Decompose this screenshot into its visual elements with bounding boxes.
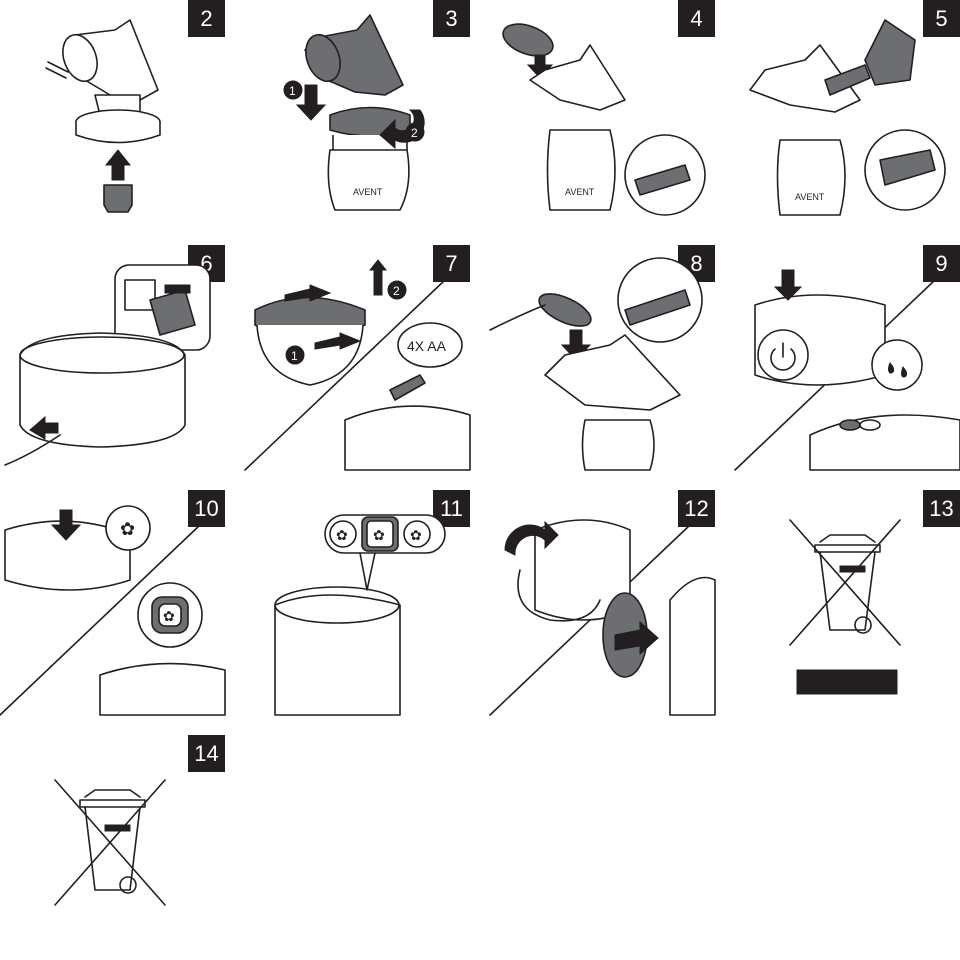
step-number-badge: 10 bbox=[188, 490, 225, 527]
battery-count-label: 4X AA bbox=[407, 338, 447, 354]
step-number-badge: 13 bbox=[923, 490, 960, 527]
massage-cushion-insert-illustration: AVENT bbox=[749, 19, 946, 216]
insert-batteries-illustration: 1 2 4X AA bbox=[244, 259, 471, 471]
step-one-marker: 1 bbox=[291, 349, 298, 363]
step-two-marker: 2 bbox=[393, 284, 400, 298]
stimulation-mode-illustration: ✿ ✿ bbox=[0, 505, 226, 716]
crossed-out-wheelie-bin-icon bbox=[54, 779, 166, 906]
bottle-brand-label: AVENT bbox=[565, 187, 595, 197]
diaphragm-insert-illustration: AVENT bbox=[502, 23, 706, 216]
outlet-icon bbox=[124, 279, 156, 311]
panel-step-12: 12 bbox=[489, 490, 716, 716]
step-number-badge: 2 bbox=[188, 0, 225, 37]
svg-text:✿: ✿ bbox=[373, 527, 385, 543]
panel-step-8: 8 bbox=[489, 245, 715, 471]
bottle-brand-label: AVENT bbox=[795, 192, 825, 202]
cable-storage-illustration bbox=[489, 519, 716, 716]
svg-text:✿: ✿ bbox=[120, 519, 135, 539]
bottle-brand-label: AVENT bbox=[353, 187, 383, 197]
step-number-badge: 5 bbox=[923, 0, 960, 37]
flower-icon bbox=[158, 603, 182, 627]
attach-tubing-cap-illustration bbox=[489, 257, 703, 471]
step-two-marker: 2 bbox=[411, 126, 418, 140]
breast-pump-assembly-illustration bbox=[45, 19, 161, 213]
panel-step-6: 6 bbox=[0, 245, 225, 470]
svg-text:✿: ✿ bbox=[163, 608, 175, 624]
panel-step-13: 13 bbox=[735, 490, 960, 715]
flower-icon bbox=[403, 520, 431, 548]
droplets-icon bbox=[871, 339, 923, 391]
select-mode-buttons-illustration: ✿ ✿ ✿ bbox=[274, 514, 446, 716]
step-number-badge: 6 bbox=[188, 245, 225, 282]
step-number-badge: 9 bbox=[923, 245, 960, 282]
panel-step-5: 5 AVENT bbox=[735, 0, 960, 225]
step-number-badge: 4 bbox=[678, 0, 715, 37]
flower-icon bbox=[329, 520, 357, 548]
panel-step-9: 9 bbox=[734, 245, 960, 471]
power-on-illustration bbox=[734, 269, 960, 471]
step-number-badge: 14 bbox=[188, 735, 225, 772]
panel-step-10: 10 ✿ ✿ bbox=[0, 490, 226, 716]
step-number-badge: 12 bbox=[678, 490, 715, 527]
flower-icon bbox=[366, 520, 394, 548]
step-number-badge: 3 bbox=[433, 0, 470, 37]
step-one-marker: 1 bbox=[289, 84, 296, 98]
panel-step-14: 14 bbox=[0, 735, 225, 960]
connect-power-adapter-illustration bbox=[4, 264, 211, 466]
pump-on-bottle-illustration: AVENT 1 2 bbox=[283, 14, 425, 211]
panel-step-7: 7 1 2 4X AA bbox=[244, 245, 471, 471]
panel-step-11: 11 ✿ ✿ ✿ bbox=[245, 490, 470, 716]
svg-text:✿: ✿ bbox=[336, 527, 348, 543]
step-number-badge: 7 bbox=[433, 245, 470, 282]
svg-text:✿: ✿ bbox=[410, 527, 422, 543]
panel-step-2: 2 bbox=[0, 0, 225, 225]
panel-step-3: 3 AVENT 1 2 bbox=[245, 0, 470, 225]
battery-callout-bubble bbox=[397, 322, 463, 368]
crossed-out-wheelie-bin-icon bbox=[789, 519, 901, 695]
panel-step-4: 4 AVENT bbox=[490, 0, 715, 225]
flower-icon bbox=[105, 505, 151, 551]
